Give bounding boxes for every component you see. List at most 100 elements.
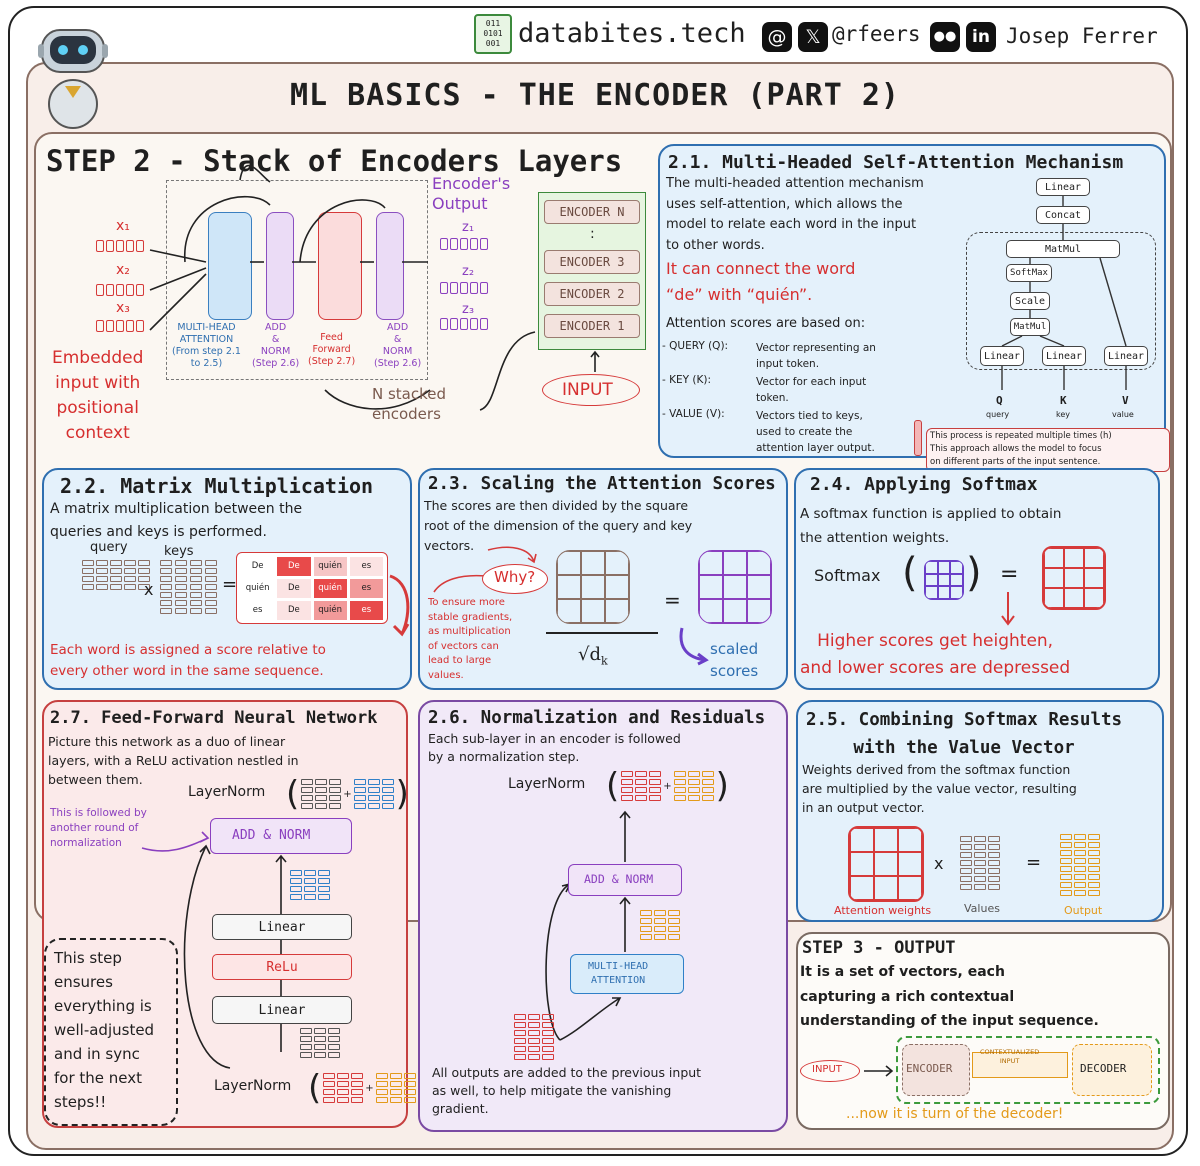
softmax-paren-close: ) xyxy=(966,550,982,596)
panel-2-6 xyxy=(418,700,788,1132)
encoder-1: ENCODER 1 xyxy=(544,314,640,338)
panel-2-5 xyxy=(796,700,1164,922)
key-desc: Vector for each input token. xyxy=(756,376,867,404)
mha-block xyxy=(208,212,252,320)
step3-pipeline-box xyxy=(896,1036,1160,1104)
addnorm-label-1: ADD & NORM (Step 2.6) xyxy=(252,322,300,369)
step3-footer: ...now it is turn of the decoder! xyxy=(846,1106,1064,1122)
scaled-arrow xyxy=(679,627,709,666)
softmax-input-grid xyxy=(924,560,964,600)
output-vectors xyxy=(1060,834,1100,896)
why-bubble xyxy=(482,564,548,594)
panel-2-1 xyxy=(658,144,1166,458)
input-ellipse xyxy=(542,374,640,406)
linear-top-box: Linear xyxy=(1036,178,1090,196)
score-cell: es xyxy=(349,579,383,598)
curved-arrow-down xyxy=(389,574,410,637)
x2-vector xyxy=(96,284,144,296)
panel-2-1-body: The multi-headed attention mechanism use… xyxy=(666,176,924,253)
layernorm-bottom-label: LayerNorm xyxy=(214,1078,292,1094)
q-symbol: Q xyxy=(996,394,1003,407)
softmax-output-grid xyxy=(1042,546,1106,610)
norm-input-vectors xyxy=(514,1014,554,1060)
score-cell: quién xyxy=(245,583,270,593)
ff-input-vectors xyxy=(300,1028,340,1058)
ff-addnorm-box xyxy=(210,818,352,854)
output-label: Output xyxy=(1064,904,1103,917)
score-cell: De xyxy=(277,579,311,598)
scores-intro: Attention scores are based on: xyxy=(666,316,866,331)
attention-dashed-box xyxy=(966,232,1156,370)
scale-box: Scale xyxy=(1010,292,1050,310)
score-cell: quién xyxy=(313,557,347,576)
plus-symbol: + xyxy=(343,788,352,800)
note-box xyxy=(926,428,1170,472)
panel-2-1-highlight: It can connect the word “de” with “quién… xyxy=(666,259,856,304)
brand-icon: 011 0101 001 xyxy=(474,14,512,54)
warning-icon xyxy=(914,420,922,456)
ff-note-text: This step ensures everything is well-adj… xyxy=(54,949,155,1111)
followed-note: This is followed by another round of nor… xyxy=(50,807,147,849)
matmul-box: MatMul xyxy=(1006,240,1120,258)
linear-q-box: Linear xyxy=(980,346,1024,366)
brand-name[interactable]: databites.tech xyxy=(518,18,746,49)
encoders-output-label: Encoder's Output xyxy=(432,174,511,213)
score-cell: De xyxy=(277,557,311,576)
panel-2-2-body: A matrix multiplication between the quer… xyxy=(50,501,303,540)
scores-grid xyxy=(556,550,630,624)
equals-symbol: = xyxy=(222,574,238,595)
layernorm-label: LayerNorm xyxy=(508,776,586,792)
ff-block xyxy=(318,212,362,320)
z1-label: z₁ xyxy=(462,220,475,235)
z3-vector xyxy=(440,318,488,330)
query-matrix xyxy=(82,560,150,590)
panel-2-6-title: 2.6. Normalization and Residuals xyxy=(428,708,766,728)
scaled-scores-label: scaled scores xyxy=(710,640,759,680)
ff-output-vectors xyxy=(290,870,330,900)
author-handle[interactable]: @rfeers xyxy=(832,22,921,46)
step3-arrow-1 xyxy=(864,1065,894,1077)
score-cell: De xyxy=(277,601,311,620)
x3-label: x₃ xyxy=(116,300,130,316)
keys-label: keys xyxy=(164,544,194,559)
step3-decoder-label: DECODER xyxy=(1080,1062,1127,1075)
x3-vector xyxy=(96,320,144,332)
attention-weights-label: Attention weights xyxy=(834,904,932,917)
ff-label: Feed Forward (Step 2.7) xyxy=(308,332,356,367)
encoder-2: ENCODER 2 xyxy=(544,282,640,306)
linear-box-1: Linear xyxy=(212,914,352,940)
values-vectors xyxy=(960,836,1000,890)
addnorm-block-2 xyxy=(376,212,404,320)
score-cell: quién xyxy=(313,601,347,620)
page-title: ML BASICS - THE ENCODER (PART 2) xyxy=(290,78,900,113)
panel-2-2-title: 2.2. Matrix Multiplication xyxy=(60,474,374,498)
medium-icon[interactable]: ●● xyxy=(930,22,960,52)
layernorm-vectors: ( + ) xyxy=(606,766,729,806)
score-cell: De xyxy=(251,561,264,571)
panel-2-4 xyxy=(794,468,1160,690)
norm-mha-label: MULTI-HEAD ATTENTION xyxy=(588,961,649,986)
x-icon[interactable]: 𝕏 xyxy=(798,22,828,52)
panel-2-5-title: 2.5. Combining Softmax Results with the … xyxy=(806,710,1123,758)
threads-icon[interactable]: @ xyxy=(762,22,792,52)
equals-symbol: = xyxy=(1000,562,1019,587)
k-sub: key xyxy=(1056,410,1071,419)
linear-v-box: Linear xyxy=(1104,346,1148,366)
panel-2-7-title: 2.7. Feed-Forward Neural Network xyxy=(50,708,378,728)
q-sub: query xyxy=(986,410,1010,419)
encoder-layer-box xyxy=(166,180,428,380)
panel-2-7-body: Picture this network as a duo of linear … xyxy=(48,734,299,787)
softmax-paren-open: ( xyxy=(902,550,918,596)
value-desc: Vectors tied to keys, used to create the… xyxy=(756,410,875,454)
v-symbol: V xyxy=(1122,394,1129,407)
panel-2-5-body: Weights derived from the softmax functio… xyxy=(802,762,1077,815)
times-symbol: x xyxy=(144,580,154,599)
plus-symbol: + xyxy=(663,780,672,792)
equals-symbol: = xyxy=(664,588,681,612)
ff-note-box xyxy=(44,938,178,1126)
softmax-box: SoftMax xyxy=(1006,264,1052,282)
linkedin-icon[interactable]: in xyxy=(966,22,996,52)
addnorm-block-1 xyxy=(266,212,294,320)
